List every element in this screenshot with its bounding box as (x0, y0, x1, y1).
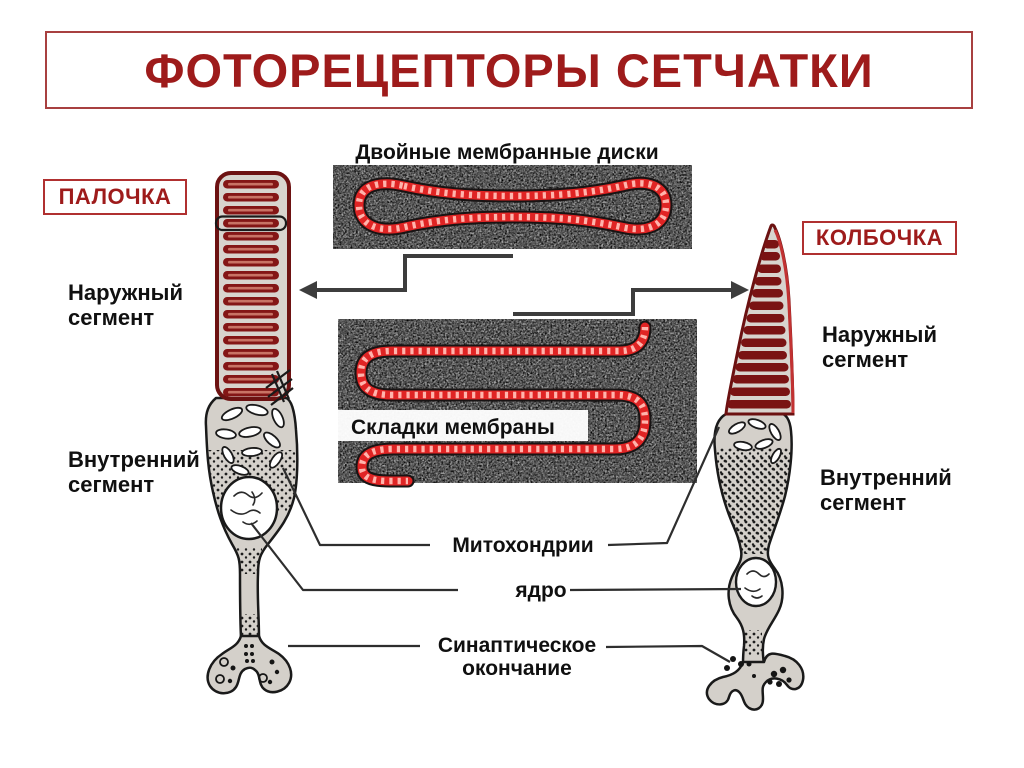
rod-synaptic-terminal (206, 634, 293, 695)
cone-synaptic-vesicles (724, 656, 792, 687)
synaptic-ending-label: Синаптическое окончание (437, 634, 597, 680)
cone-outer-segment (724, 223, 795, 416)
rod-name-label: ПАЛОЧКА (58, 184, 172, 209)
cone-cell-illustration (705, 223, 805, 711)
cone-inner-segment-label: Внутренний сегмент (820, 465, 952, 515)
rod-inner-segment-label: Внутренний сегмент (68, 447, 200, 497)
left-arrowhead-icon (299, 281, 317, 299)
cone-outer-segment-label: Наружный сегмент (822, 322, 937, 372)
cone-nucleus (734, 556, 778, 608)
nucleus-leader-cone (569, 587, 742, 592)
mitochondria-label: Митохондрии (452, 534, 594, 557)
discs-micrograph-caption: Двойные мембранные диски (355, 141, 659, 164)
folds-micrograph-caption: Складки мембраны (351, 416, 555, 439)
cone-mitochondria (728, 418, 782, 465)
synaptic-leader-cone (605, 644, 731, 663)
folds-micrograph (338, 319, 697, 483)
folds-to-cone-arrow (513, 281, 749, 316)
title-box: ФОТОРЕЦЕПТОРЫ СЕТЧАТКИ (45, 31, 973, 109)
discs-to-rod-arrow (299, 254, 513, 299)
right-arrowhead-icon (731, 281, 749, 299)
folds-caption-backdrop (338, 410, 588, 441)
rod-outer-segment-label: Наружный сегмент (68, 280, 183, 330)
page-title: ФОТОРЕЦЕПТОРЫ СЕТЧАТКИ (144, 43, 874, 97)
rod-name-box: ПАЛОЧКА (43, 179, 187, 215)
nucleus-leader-rod (250, 522, 458, 592)
rod-free-disc-outline (214, 215, 288, 232)
nucleus-label: ядро (515, 579, 567, 602)
cone-membrane-discs (727, 240, 791, 409)
leader-lines (250, 426, 742, 663)
mitochondria-leader-cone (607, 426, 721, 547)
rod-connecting-cilium (265, 369, 294, 406)
mitochondria-leader-rod (282, 467, 430, 547)
rod-outer-segment (214, 171, 294, 406)
rod-mitochondria (215, 403, 285, 476)
cone-name-box: КОЛБОЧКА (802, 221, 957, 255)
rod-nucleus (219, 475, 279, 541)
cone-red-edge (773, 229, 795, 414)
rod-membrane-discs (223, 180, 279, 397)
discs-micrograph (333, 165, 692, 249)
rod-synaptic-vesicles (215, 644, 280, 685)
rod-cell-illustration (204, 171, 299, 695)
cone-synaptic-terminal (705, 652, 805, 711)
cone-name-label: КОЛБОЧКА (815, 225, 944, 250)
